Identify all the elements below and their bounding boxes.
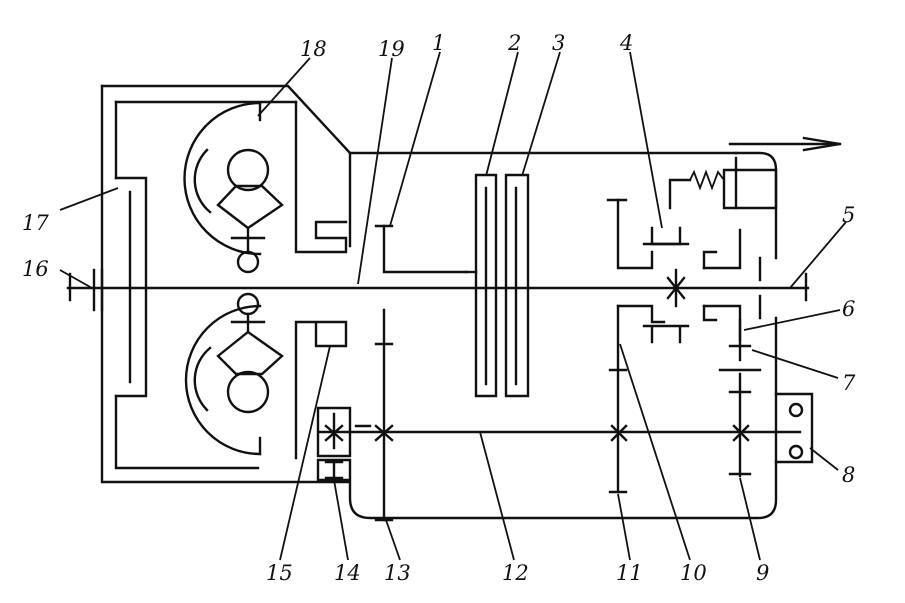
label-17: 17 <box>22 211 49 235</box>
lower-converter-wheel <box>184 292 348 460</box>
leader-lines <box>59 51 847 561</box>
label-15: 15 <box>266 561 293 585</box>
upper-converter-wheel <box>183 100 348 274</box>
label-5: 5 <box>842 203 855 227</box>
label-14: 14 <box>334 561 361 585</box>
label-10: 10 <box>680 561 707 585</box>
label-18: 18 <box>300 37 327 61</box>
gear-1 <box>374 224 468 522</box>
shift-assembly <box>606 198 742 494</box>
countershaft <box>318 368 778 494</box>
torque-converter-housing <box>100 84 352 484</box>
label-3: 3 <box>552 31 565 55</box>
label-11: 11 <box>616 561 643 585</box>
main-shaft <box>66 272 810 302</box>
label-8: 8 <box>842 463 855 487</box>
label-4: 4 <box>619 31 633 55</box>
label-9: 9 <box>756 561 769 585</box>
output-flange <box>774 392 814 464</box>
pump-box <box>316 406 372 482</box>
label-7: 7 <box>842 371 856 395</box>
output-gears <box>718 318 762 478</box>
label-16: 16 <box>22 257 49 281</box>
hydraulic-actuator <box>668 136 842 210</box>
label-19: 19 <box>378 37 405 61</box>
gearbox-housing <box>348 151 778 520</box>
label-13: 13 <box>384 561 411 585</box>
callout-labels: 1 2 3 4 5 6 7 8 9 10 11 12 13 14 15 16 1… <box>22 31 856 585</box>
clutch-pack-2-3 <box>464 173 530 398</box>
label-2: 2 <box>507 31 521 55</box>
label-1: 1 <box>432 31 445 55</box>
label-12: 12 <box>502 561 529 585</box>
label-6: 6 <box>842 297 855 321</box>
